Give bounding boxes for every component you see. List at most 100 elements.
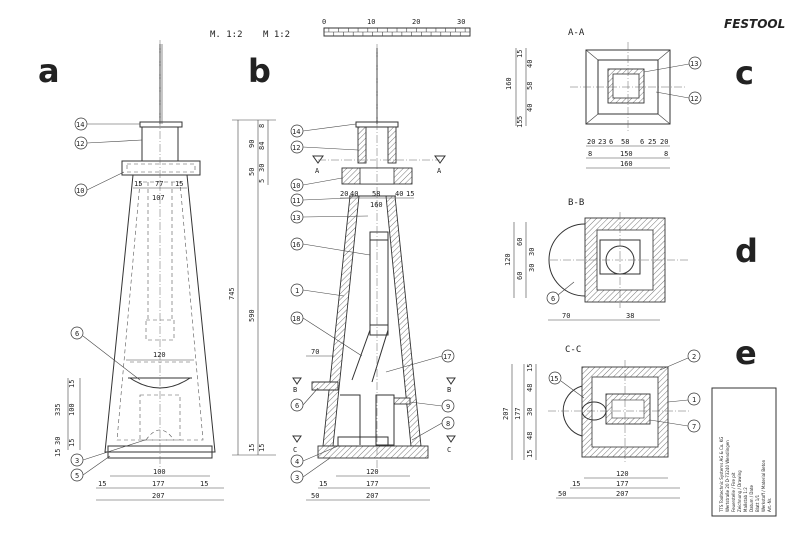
dim-e-bottom-15: 15	[572, 480, 580, 488]
dim-b-bottom-50: 50	[311, 492, 319, 500]
dim-b-top-160: 160	[370, 201, 383, 209]
section-title-bb: B-B	[568, 198, 584, 208]
dim-b-590: 590	[248, 309, 256, 322]
dim-c-left-40a: 40	[526, 60, 534, 68]
callout-b-1: 1	[290, 283, 345, 297]
callout-b-4: 4	[290, 445, 339, 468]
dim-e-48a: 48	[526, 384, 534, 392]
svg-text:B: B	[447, 386, 451, 394]
dim-c-bottom-6b: 6	[640, 138, 644, 146]
dim-c-bottom-20b: 20	[660, 138, 668, 146]
title-line-8: Werkstoff / Material Beton	[761, 459, 766, 512]
callout-b-17: 17	[385, 349, 455, 373]
dim-b-745: 745	[228, 287, 236, 300]
dim-c-left-160: 160	[505, 77, 513, 90]
inner-pipe	[351, 240, 389, 383]
callout-a-6: 6	[70, 326, 141, 381]
svg-text:B: B	[293, 386, 297, 394]
callout-b-14: 14	[290, 123, 357, 138]
dim-b-top-40a: 40	[350, 190, 358, 198]
svg-text:7: 7	[692, 423, 696, 431]
dim-b-5: 5	[258, 179, 266, 183]
scale-label-a: M. 1:2	[210, 30, 243, 40]
dim-a-side-15a: 15	[68, 380, 76, 388]
dim-a-bottom-100: 100	[153, 468, 166, 476]
dim-a-top-1: 15	[134, 180, 142, 188]
svg-text:8: 8	[446, 420, 450, 428]
dim-e-48b: 48	[526, 432, 534, 440]
svg-text:A: A	[315, 167, 320, 175]
callout-b-16: 16	[290, 237, 371, 256]
title-line-6: Datum / Date	[749, 484, 754, 512]
dim-e-207: 207	[502, 407, 510, 420]
section-marker-b-left: B	[292, 377, 302, 394]
dim-b-15a: 15	[248, 444, 256, 452]
panel-label-c: c	[735, 54, 754, 92]
svg-text:14: 14	[76, 121, 84, 129]
callout-b-9: 9	[409, 399, 455, 413]
dim-d-30a: 30	[528, 248, 536, 256]
callout-b-13: 13	[290, 210, 369, 224]
panel-label-d: d	[735, 232, 758, 270]
callout-a-10: 10	[74, 171, 125, 197]
dim-a-side-100: 100	[68, 403, 76, 416]
panel-label-b: b	[248, 52, 271, 90]
dim-b-30: 30	[258, 164, 266, 172]
dim-b-50: 50	[248, 168, 256, 176]
dim-b-top-15: 15	[406, 190, 414, 198]
dim-b-top-20: 20	[340, 190, 348, 198]
dim-c-bottom-20a: 20	[587, 138, 595, 146]
dim-c-bottom-8a: 8	[588, 150, 592, 158]
dim-b-8: 8	[258, 124, 266, 128]
dim-c-bottom-150: 150	[620, 150, 633, 158]
body-wall-right	[385, 195, 422, 447]
dim-b-top-58: 58	[372, 190, 380, 198]
view-c-section-aa: A-A 13 12 160 15 40 58 40 5 15 20 23 6 5…	[505, 28, 702, 169]
callout-b-8: 8	[411, 416, 455, 441]
svg-text:15: 15	[550, 375, 558, 383]
dim-b-15b: 15	[258, 444, 266, 452]
view-b-section: A A B B C C 14 12 10 11 13 16 1 18 6 4 3…	[228, 44, 456, 501]
scale-bar-tick-10: 10	[367, 18, 375, 26]
dim-b-84: 84	[258, 142, 266, 150]
dim-c-bottom-8b: 8	[664, 150, 668, 158]
dim-a-side-30: 30	[54, 437, 62, 445]
title-line-1: TTS Tooltechnic Systems AG & Co. KG	[719, 437, 724, 513]
callout-a-14: 14	[74, 117, 140, 131]
title-line-7: Blatt 1/1	[755, 494, 760, 512]
dim-b-90: 90	[248, 140, 256, 148]
dim-a-top-width: 107	[152, 194, 165, 202]
dim-c-left-58: 58	[526, 82, 534, 90]
dim-e-30: 30	[526, 408, 534, 416]
callout-c-13: 13	[643, 56, 702, 73]
chimney-wall-left	[357, 126, 367, 164]
dim-a-side-15b: 15	[68, 439, 76, 447]
callout-b-3: 3	[290, 457, 331, 484]
svg-text:11: 11	[292, 197, 300, 205]
svg-text:A: A	[437, 167, 442, 175]
dim-a-bottom-207: 207	[152, 492, 165, 500]
svg-text:3: 3	[75, 457, 79, 465]
dim-a-top-3: 15	[175, 180, 183, 188]
dim-c-left-15b: 15	[516, 120, 524, 128]
chimney-cap	[139, 121, 183, 128]
section-marker-c-right: C	[446, 435, 456, 454]
inlet-half-circle	[548, 223, 586, 297]
scale-label-b: M 1:2	[263, 30, 290, 40]
svg-text:10: 10	[292, 182, 300, 190]
dim-d-bottom-70: 70	[562, 312, 570, 320]
callout-b-11: 11	[290, 193, 351, 207]
callout-b-12: 12	[290, 140, 359, 154]
dim-a-bottom-177: 177	[152, 480, 165, 488]
callout-d-6: 6	[546, 281, 575, 305]
svg-text:2: 2	[692, 353, 696, 361]
view-a-elevation: 14 12 10 6 3 5 15 77 15 107 120 100 177 …	[54, 40, 224, 501]
dim-b-bottom-207: 207	[366, 492, 379, 500]
svg-text:1: 1	[692, 396, 696, 404]
callout-a-12: 12	[74, 136, 143, 150]
callout-b-6: 6	[290, 387, 319, 412]
section-marker-a-right: A	[434, 155, 446, 175]
svg-text:12: 12	[76, 140, 84, 148]
view-e-section-cc: C-C 15 2 1 7 207 177 15 48 30 48 15 120 …	[502, 345, 701, 499]
